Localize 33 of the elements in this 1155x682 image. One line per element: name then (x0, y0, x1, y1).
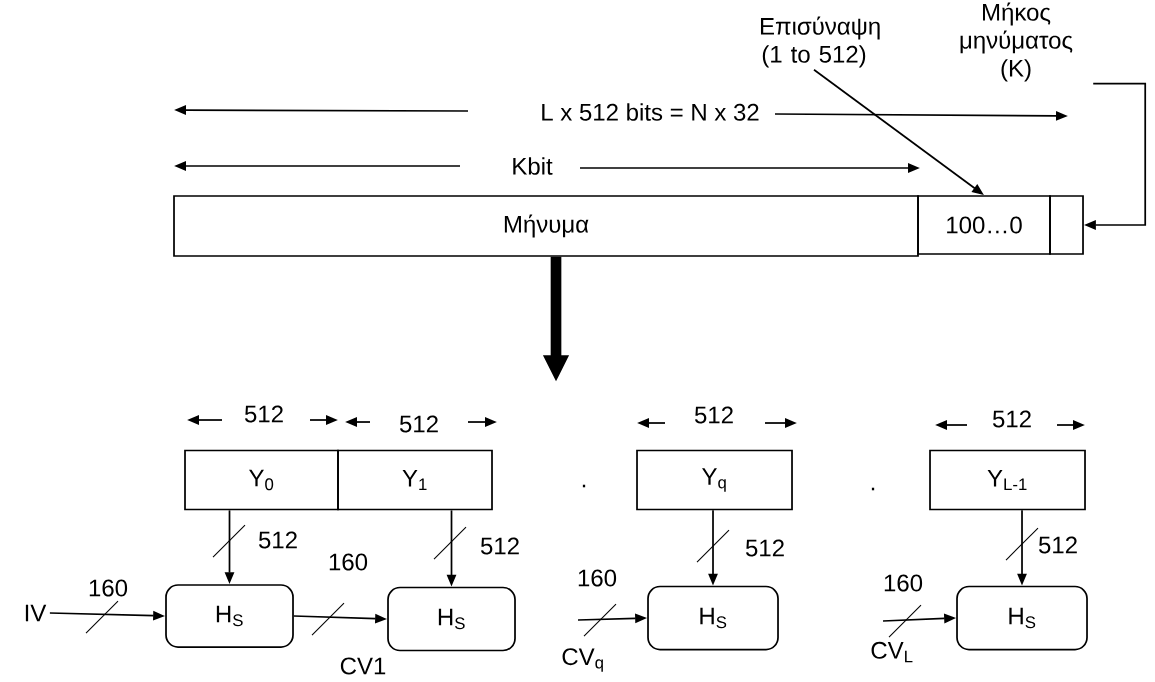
message-box: Μήνυμα (173, 195, 919, 257)
dimension-label: 512 (399, 415, 438, 433)
block-box: Y$_{1}$ (337, 449, 493, 511)
compression-box: H$_{S}$ (387, 586, 516, 652)
edge-label: 512 (1036, 535, 1080, 555)
signal-label: CV$_{q}$ (562, 648, 603, 672)
padding-box: 100…0 (917, 195, 1051, 255)
dimension-label: 512 (992, 410, 1031, 428)
dimension-label: Kbit (508, 154, 556, 178)
dimension-label: 512 (694, 406, 733, 424)
edge-label: 160 (575, 568, 619, 588)
edge-label: 512 (478, 536, 522, 556)
edge-label: 160 (86, 578, 130, 598)
edge-label: 160 (881, 573, 925, 593)
dot: . (871, 487, 875, 491)
compression-box: H$_{S}$ (956, 585, 1088, 651)
block-box: Y$_{q}$ (636, 449, 793, 511)
compression-box: H$_{S}$ (647, 585, 779, 651)
signal-label: CV$_{L}$ (871, 641, 913, 663)
dot: . (582, 484, 586, 488)
dimension-label: L x 512 bits = N x 32 (537, 100, 763, 124)
signal-label: CV1 (340, 657, 386, 675)
dimension-label: 512 (244, 405, 283, 423)
block-box: Y$_{0}$ (184, 449, 339, 511)
edge-label: 160 (326, 552, 370, 572)
block-box: Y$_{L-1}$ (929, 449, 1086, 511)
edge-label: 512 (256, 530, 300, 550)
compression-box: H$_{S}$ (165, 584, 294, 648)
edge-label: 512 (743, 538, 787, 558)
annotation-text: Μήκος μηνύματος (K) (960, 2, 1073, 82)
length-field-box (1049, 195, 1084, 255)
input-label: IV (25, 604, 47, 622)
annotation-text: Επισύναψη (1 to 512) (761, 16, 880, 68)
